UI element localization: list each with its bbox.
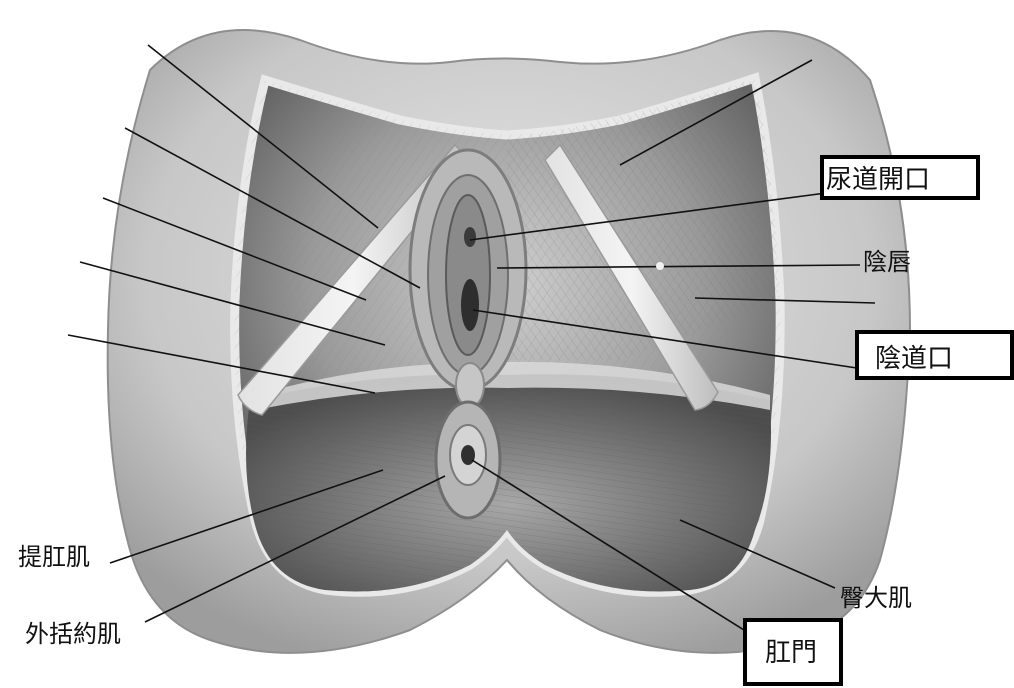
label-vaginal-opening: 陰道口	[875, 344, 953, 374]
vaginal-opening-mark	[461, 279, 479, 331]
label-anus-box: 肛門	[743, 618, 843, 686]
label-urethral-opening-box: 尿道開口	[820, 155, 980, 200]
label-external-sphincter: 外括約肌	[25, 622, 121, 646]
label-anus: 肛門	[765, 638, 817, 668]
labia-dot	[656, 262, 664, 270]
label-levator-ani: 提肛肌	[18, 545, 90, 569]
label-labia: 陰唇	[863, 250, 911, 274]
urethral-opening-mark	[464, 227, 476, 247]
label-urethral-opening: 尿道開口	[826, 165, 930, 195]
vestibule	[446, 195, 490, 355]
anus-mark	[461, 445, 475, 465]
label-vaginal-opening-box: 陰道口	[855, 330, 1014, 380]
perineal-body	[456, 363, 484, 407]
label-gluteus-maximus: 臀大肌	[840, 586, 912, 610]
